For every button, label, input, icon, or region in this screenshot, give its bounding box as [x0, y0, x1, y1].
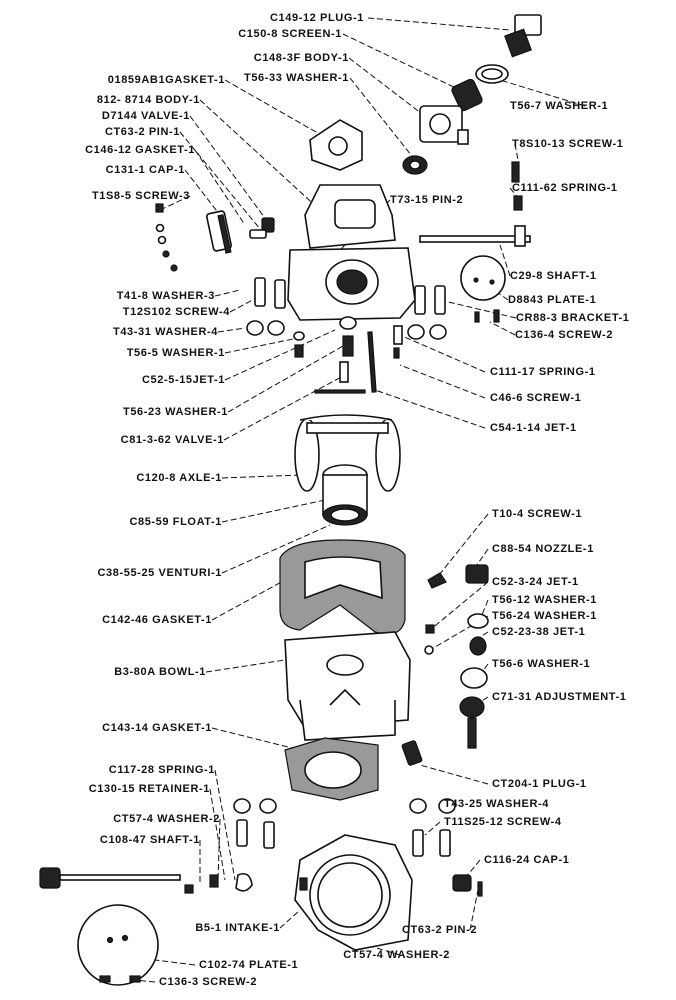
- callout-label: T56-33 WASHER-1: [244, 72, 349, 84]
- float-assembly: [294, 414, 401, 492]
- top-plug-assembly: [402, 14, 542, 175]
- callout-label: C88-54 NOZZLE-1: [492, 543, 594, 555]
- callout-label: C130-15 RETAINER-1: [88, 783, 210, 795]
- callout-label: T41-8 WASHER-3: [116, 290, 215, 302]
- callout-label: C136-3 SCREW-2: [159, 976, 258, 988]
- throttle-shaft-and-plate: [39, 867, 483, 986]
- callout-label: 812- 8714 BODY-1: [96, 94, 200, 106]
- callout-label: T11S25-12 SCREW-4: [444, 816, 562, 828]
- venturi: [322, 464, 368, 526]
- small-screws-left: [155, 203, 178, 272]
- callout-label: T43-25 WASHER-4: [444, 798, 549, 810]
- callout-label: C111-17 SPRING-1: [490, 366, 596, 378]
- callout-label: T1S8-5 SCREW-3: [91, 190, 190, 202]
- callout-label: C149-12 PLUG-1: [270, 12, 364, 24]
- callout-label: T56-6 WASHER-1: [492, 658, 591, 670]
- callout-label: B5-1 INTAKE-1: [195, 922, 280, 934]
- callout-label: T56-23 WASHER-1: [123, 406, 228, 418]
- callout-label: T8S10-13 SCREW-1: [512, 138, 624, 150]
- callout-label: C52-5-15JET-1: [141, 374, 225, 386]
- mid-screws: [246, 277, 447, 394]
- callout-label: T56-5 WASHER-1: [126, 347, 225, 359]
- callout-label: T12S102 SCREW-4: [122, 306, 230, 318]
- callout-label: CT63-2 PIN-2: [402, 924, 478, 936]
- callout-label: T56-7 WASHER-1: [510, 100, 609, 112]
- shaft-and-plate-upper: [419, 161, 531, 323]
- lower-screws: [233, 798, 456, 857]
- callout-label: D7144 VALVE-1: [101, 110, 190, 122]
- callout-label: C52-3-24 JET-1: [492, 576, 579, 588]
- bowl-side-parts: [401, 564, 489, 766]
- callout-label: C143-14 GASKET-1: [102, 722, 212, 734]
- callout-label: 01859AB1GASKET-1: [107, 74, 225, 86]
- callout-label: C54-1-14 JET-1: [490, 422, 577, 434]
- callout-label: C46-6 SCREW-1: [490, 392, 582, 404]
- callout-label: C131-1 CAP-1: [105, 164, 185, 176]
- callout-label: C150-8 SCREEN-1: [238, 28, 342, 40]
- callout-label: T56-24 WASHER-1: [492, 610, 597, 622]
- callout-label: C85-59 FLOAT-1: [129, 516, 222, 528]
- callout-label: CT204-1 PLUG-1: [492, 778, 587, 790]
- callout-label: C102-74 PLATE-1: [199, 959, 299, 971]
- callout-label: C111-62 SPRING-1: [512, 182, 618, 194]
- callout-label: C117-28 SPRING-1: [108, 764, 215, 776]
- callout-label: C81-3-62 VALVE-1: [120, 434, 224, 446]
- callout-label: C71-31 ADJUSTMENT-1: [492, 691, 627, 703]
- callout-label: C120-8 AXLE-1: [136, 472, 222, 484]
- callout-label: C29-8 SHAFT-1: [510, 270, 597, 282]
- callout-label: T10-4 SCREW-1: [492, 508, 583, 520]
- callout-label: C136-4 SCREW-2: [515, 329, 614, 341]
- callout-label: C116-24 CAP-1: [484, 854, 570, 866]
- intake-gasket: [284, 737, 379, 801]
- callout-label: C38-55-25 VENTURI-1: [97, 567, 222, 579]
- callout-label: C148-3F BODY-1: [253, 52, 349, 64]
- callout-label: C108-47 SHAFT-1: [99, 834, 200, 846]
- callout-label: C52-23-38 JET-1: [492, 626, 586, 638]
- callout-label: CT57-4 WASHER-2: [343, 949, 450, 961]
- float-bowl: [284, 631, 411, 741]
- callout-label: C146-12 GASKET-1: [85, 144, 195, 156]
- bowl-gasket: [279, 539, 406, 635]
- callout-label: CT63-2 PIN-1: [104, 126, 180, 138]
- callout-label: CT57-4 WASHER-2: [113, 813, 220, 825]
- upper-body-assembly: [206, 119, 416, 321]
- callout-label: CR88-3 BRACKET-1: [516, 312, 630, 324]
- callout-label: C142-46 GASKET-1: [102, 614, 212, 626]
- callout-label: T56-12 WASHER-1: [492, 594, 597, 606]
- intake: [294, 834, 413, 951]
- callout-label: T73-15 PIN-2: [390, 194, 464, 206]
- callout-label: D8843 PLATE-1: [508, 294, 597, 306]
- callout-label: B3-80A BOWL-1: [114, 666, 206, 678]
- callout-label: T43-31 WASHER-4: [113, 326, 218, 338]
